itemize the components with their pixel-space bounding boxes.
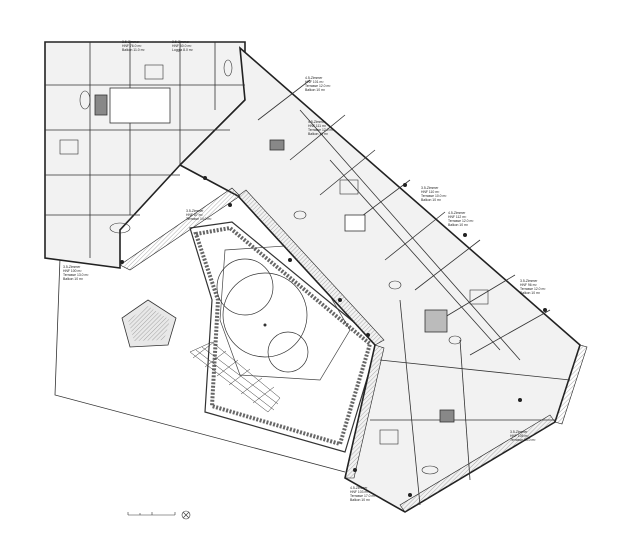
- balcony-strip: [554, 344, 588, 425]
- unit-balcony: Balkon 10 m²: [63, 277, 83, 281]
- unit-area: HNF 76.0 m²: [122, 44, 142, 48]
- unit-type: 4.5-Zimmer: [350, 486, 368, 490]
- tree-circle: [222, 272, 308, 358]
- unit-type: 2.5-Zimmer: [172, 40, 190, 44]
- tree-circle: [216, 258, 274, 316]
- unit-balcony: Balkon 10 m²: [305, 88, 325, 92]
- interior-walls: [45, 42, 245, 258]
- unit-outdoor: Terrasse 12.0 m²: [308, 128, 334, 132]
- courtyard-stairs: [189, 341, 281, 413]
- unit-outdoor: Loggia 8.0 m²: [172, 48, 193, 52]
- unit-balcony: Balkon 10 m²: [421, 198, 441, 202]
- unit-outdoor: Terrasse 10.0 m²: [421, 194, 447, 198]
- tree-trunk: [263, 323, 267, 327]
- unit-outdoor: Terrasse 13.0 m²: [510, 438, 536, 442]
- unit-type: 3.5-Zimmer: [122, 40, 140, 44]
- unit-outdoor: Terrasse 12.0 m²: [448, 219, 474, 223]
- unit-area: HNF 110 m²: [421, 190, 440, 194]
- scale-bar: [127, 512, 176, 516]
- unit-balcony: Balkon 10 m²: [448, 223, 468, 227]
- unit-balcony: Balkon 10 m²: [308, 132, 328, 136]
- unit-area: HNF 96 m²: [520, 283, 537, 287]
- unit-area: HNF 103 m²: [350, 490, 369, 494]
- unit-type: 4.5-Zimmer: [448, 211, 466, 215]
- balcony-strip: [344, 344, 385, 479]
- interior-walls: [257, 79, 571, 506]
- courtyard-planting-border: [193, 225, 373, 447]
- unit-type: 3.5-Zimmer: [421, 186, 439, 190]
- unit-outdoor: Terrasse 14.0 m²: [186, 217, 212, 221]
- unit-outdoor: Terrasse 17.0 m²: [350, 494, 376, 498]
- tree-circle: [267, 331, 309, 373]
- balcony-strip: [237, 189, 385, 346]
- unit-type: 3.5-Zimmer: [510, 430, 528, 434]
- unit-area: HNF 60.0 m²: [172, 44, 192, 48]
- unit-area: HNF 111 m²: [308, 124, 326, 128]
- unit-area: HNF 87 m²: [186, 213, 203, 217]
- unit-type: 3.5-Zimmer: [520, 279, 538, 283]
- furniture: [59, 59, 489, 475]
- unit-type: 3.5-Zimmer: [186, 209, 204, 213]
- furniture-plants: [120, 176, 547, 497]
- unit-area: HNF 112 m²: [448, 215, 467, 219]
- unit-outdoor: Terrasse 13.0 m²: [63, 273, 89, 277]
- unit-area: HNF 100 m²: [63, 269, 82, 273]
- unit-type: 3.5-Zimmer: [63, 265, 81, 269]
- unit-type: 4.5-Zimmer: [305, 76, 323, 80]
- unit-outdoor: Balkon 11.0 m²: [122, 48, 145, 52]
- unit-balcony: Balkon 10 m²: [350, 498, 370, 502]
- balcony-strip: [399, 414, 556, 513]
- north-arrow-icon: [181, 510, 191, 520]
- unit-area: HNF 101 m²: [305, 80, 324, 84]
- unit-area: HNF 105 m²: [510, 434, 529, 438]
- unit-balcony: Balkon 10 m²: [520, 291, 540, 295]
- unit-outdoor: Terrasse 12.0 m²: [305, 84, 331, 88]
- unit-type: 4.5-Zimmer: [308, 120, 326, 124]
- unit-outdoor: Terrasse 12.0 m²: [520, 287, 546, 291]
- site-boundary: [54, 257, 346, 473]
- courtyard-garden: [189, 221, 379, 453]
